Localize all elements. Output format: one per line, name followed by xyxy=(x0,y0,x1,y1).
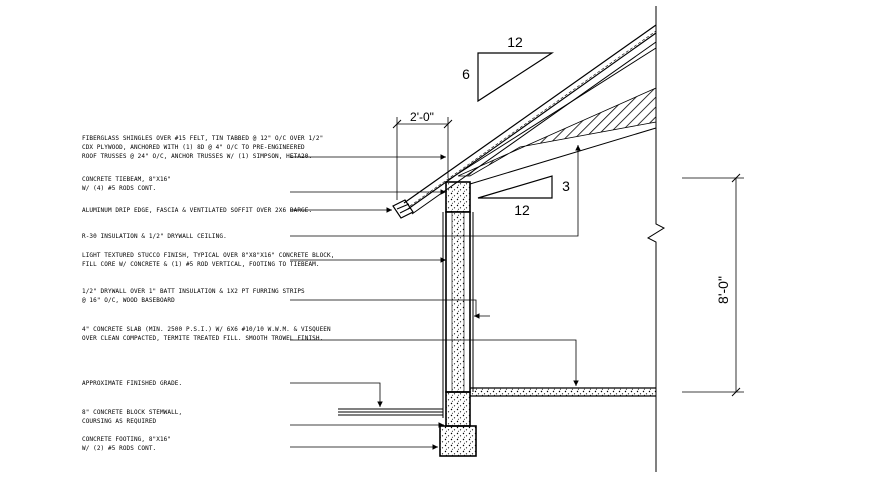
note-slab-line1: 4" CONCRETE SLAB (MIN. 2500 P.S.I.) W/ 6… xyxy=(82,326,331,333)
concrete-block-wall xyxy=(442,211,474,418)
note-drywall-line2: @ 16" O/C, WOOD BASEBOARD xyxy=(82,297,175,304)
stemwall xyxy=(445,391,471,427)
note-shingles: FIBERGLASS SHINGLES OVER #15 FELT, TIN T… xyxy=(82,135,327,160)
note-stemwall-line2: COURSING AS REQUIRED xyxy=(82,418,157,425)
overhang-dimension: 2'-0" xyxy=(392,110,453,200)
leader-lines xyxy=(290,145,581,450)
notes: FIBERGLASS SHINGLES OVER #15 FELT, TIN T… xyxy=(82,135,338,452)
note-footing-line2: W/ (2) #5 RODS CONT. xyxy=(82,445,156,452)
note-drywall-line1: 1/2" DRYWALL OVER 1" BATT INSULATION & 1… xyxy=(82,288,305,295)
note-tiebeam-line1: CONCRETE TIEBEAM, 8"X16" xyxy=(82,176,171,183)
roof-slope-symbol: 12 6 xyxy=(462,34,555,103)
roof-slope-run-text: 12 xyxy=(507,34,523,50)
roof-insulation xyxy=(457,87,657,177)
note-tiebeam-line2: W/ (4) #5 RODS CONT. xyxy=(82,185,156,192)
note-stemwall: 8" CONCRETE BLOCK STEMWALL, COURSING AS … xyxy=(82,409,186,425)
note-footing: CONCRETE FOOTING, 8"X16" W/ (2) #5 RODS … xyxy=(82,436,175,452)
note-shingles-line1: FIBERGLASS SHINGLES OVER #15 FELT, TIN T… xyxy=(82,135,323,142)
ceiling-slope-run-text: 12 xyxy=(514,202,530,218)
note-footing-line1: CONCRETE FOOTING, 8"X16" xyxy=(82,436,171,443)
note-insulation-line1: R-30 INSULATION & 1/2" DRYWALL CEILING. xyxy=(82,233,227,240)
footing xyxy=(439,425,477,457)
overhang-text: 2'-0" xyxy=(410,110,434,124)
note-slab-line2: OVER CLEAN COMPACTED, TERMITE TREATED FI… xyxy=(82,335,323,342)
ceiling-line xyxy=(469,127,657,185)
floor-slab xyxy=(470,387,656,397)
note-stucco-line1: LIGHT TEXTURED STUCCO FINISH, TYPICAL OV… xyxy=(82,252,334,259)
note-stucco-line2: FILL CORE W/ CONCRETE & (1) #5 ROD VERTI… xyxy=(82,261,320,268)
note-insulation: R-30 INSULATION & 1/2" DRYWALL CEILING. xyxy=(82,233,227,240)
wall-height-dimension: 8'-0" xyxy=(682,173,744,397)
break-line xyxy=(646,6,666,472)
note-grade: APPROXIMATE FINISHED GRADE. xyxy=(82,380,182,387)
wall-height-text: 8'-0" xyxy=(715,276,731,304)
note-slab: 4" CONCRETE SLAB (MIN. 2500 P.S.I.) W/ 6… xyxy=(82,326,334,342)
ceiling-slope-rise-text: 3 xyxy=(562,178,570,194)
fascia xyxy=(392,199,414,219)
note-tiebeam: CONCRETE TIEBEAM, 8"X16" W/ (4) #5 RODS … xyxy=(82,176,175,192)
roof-slope-rise-text: 6 xyxy=(462,66,470,82)
note-drywall: 1/2" DRYWALL OVER 1" BATT INSULATION & 1… xyxy=(82,288,308,304)
note-grade-line1: APPROXIMATE FINISHED GRADE. xyxy=(82,380,182,387)
tie-beam xyxy=(445,181,471,213)
note-shingles-line3: ROOF TRUSSES @ 24" O/C, ANCHOR TRUSSES W… xyxy=(82,153,312,160)
ceiling-slope-symbol: 3 12 xyxy=(477,175,570,218)
note-stucco: LIGHT TEXTURED STUCCO FINISH, TYPICAL OV… xyxy=(82,252,338,268)
note-shingles-line2: CDX PLYWOOD, ANCHORED WITH (1) 8D @ 4" O… xyxy=(82,144,305,151)
note-drip-edge: ALUMINUM DRIP EDGE, FASCIA & VENTILATED … xyxy=(82,207,312,214)
finished-grade xyxy=(338,408,443,416)
note-stemwall-line1: 8" CONCRETE BLOCK STEMWALL, xyxy=(82,409,182,416)
note-drip-edge-line1: ALUMINUM DRIP EDGE, FASCIA & VENTILATED … xyxy=(82,207,312,214)
